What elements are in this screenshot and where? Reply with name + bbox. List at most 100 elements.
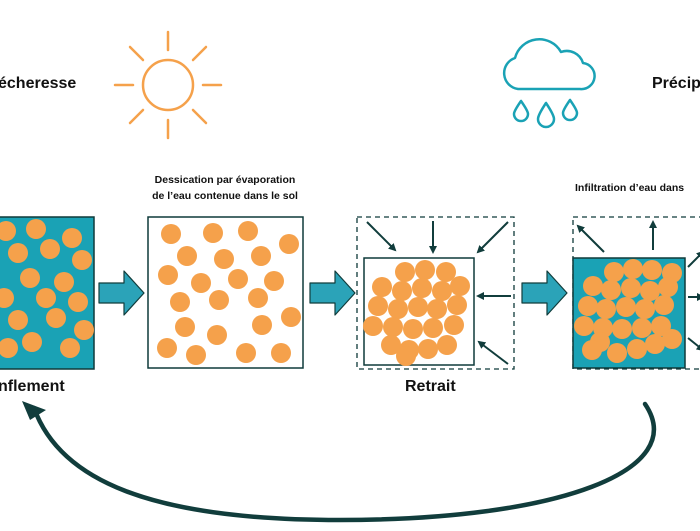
soil-particle xyxy=(0,221,16,241)
soil-particle xyxy=(54,272,74,292)
soil-particle xyxy=(662,329,682,349)
soil-particle xyxy=(450,276,470,296)
soil-particle xyxy=(574,316,594,336)
dessication-caption: Dessication par évaporation de l’eau con… xyxy=(130,172,320,204)
soil-particle xyxy=(621,278,641,298)
soil-particle xyxy=(170,292,190,312)
soil-particle xyxy=(251,246,271,266)
soil-particle xyxy=(396,346,416,366)
soil-particle xyxy=(214,249,234,269)
expansion-arrows xyxy=(576,220,700,352)
soil-particle xyxy=(408,297,428,317)
rewetted-soil-particles xyxy=(574,259,682,363)
soil-particle xyxy=(612,319,632,339)
soil-particle xyxy=(432,281,452,301)
drought-label: écheresse xyxy=(0,75,77,92)
cycle-return-arrowhead xyxy=(22,401,46,420)
soil-particle xyxy=(381,335,401,355)
process-arrow-2 xyxy=(309,270,356,316)
soil-particle xyxy=(36,288,56,308)
soil-particle xyxy=(403,319,423,339)
soil-particle xyxy=(642,260,662,280)
rain-cloud-icon xyxy=(502,38,596,129)
soil-particle xyxy=(654,295,674,315)
soil-particle xyxy=(157,338,177,358)
soil-particle xyxy=(72,250,92,270)
process-arrow-3 xyxy=(521,270,568,316)
soil-particle xyxy=(281,307,301,327)
soil-particle xyxy=(0,338,18,358)
soil-particle xyxy=(604,262,624,282)
sun-icon xyxy=(113,30,223,140)
soil-particle xyxy=(635,299,655,319)
soil-particle xyxy=(372,277,392,297)
soil-particle xyxy=(60,338,80,358)
soil-particle xyxy=(203,223,223,243)
soil-particle xyxy=(228,269,248,289)
soil-particle xyxy=(62,228,82,248)
soil-particle xyxy=(427,299,447,319)
soil-particle xyxy=(392,281,412,301)
soil-particle xyxy=(248,288,268,308)
soil-particle xyxy=(383,317,403,337)
soil-particle xyxy=(412,278,432,298)
shrinkage-outline-dashed xyxy=(356,216,515,370)
soil-particle xyxy=(632,318,652,338)
process-arrows xyxy=(98,270,568,316)
soil-particle xyxy=(191,273,211,293)
soil-particle xyxy=(601,280,621,300)
soil-particle xyxy=(363,316,383,336)
soil-particle xyxy=(238,221,258,241)
soil-particle xyxy=(578,296,598,316)
precipitation-label: Précip xyxy=(652,75,700,92)
soil-particle xyxy=(388,299,408,319)
soil-particle xyxy=(415,260,435,280)
dessication-caption-line1: Dessication par évaporation xyxy=(154,174,296,186)
soil-particle xyxy=(418,339,438,359)
soil-particle xyxy=(582,340,602,360)
soil-particle xyxy=(0,288,14,308)
soil-particle xyxy=(645,334,665,354)
soil-particle xyxy=(279,234,299,254)
soil-particle xyxy=(264,271,284,291)
soil-particle xyxy=(26,219,46,239)
soil-particle xyxy=(623,259,643,279)
soil-particle xyxy=(437,335,457,355)
shrunk-soil-particles xyxy=(363,260,470,366)
soil-particle xyxy=(209,290,229,310)
soil-particle xyxy=(395,262,415,282)
soil-particle xyxy=(616,297,636,317)
soil-particle xyxy=(74,320,94,340)
soil-particle xyxy=(40,239,60,259)
swollen-soil-particles xyxy=(0,219,94,358)
soil-particle xyxy=(158,265,178,285)
soil-particle xyxy=(444,315,464,335)
infiltration-caption: Infiltration d’eau dans xyxy=(575,182,685,194)
soil-particle xyxy=(68,292,88,312)
soil-particle xyxy=(583,276,603,296)
soil-particle xyxy=(20,268,40,288)
soil-particle xyxy=(640,281,660,301)
soil-particle xyxy=(186,345,206,365)
soil-particle xyxy=(607,343,627,363)
cycle-return-arrow xyxy=(31,401,657,523)
dry-soil-particles xyxy=(157,221,301,365)
soil-particle xyxy=(161,224,181,244)
soil-particle xyxy=(368,296,388,316)
soil-particle xyxy=(252,315,272,335)
soil-particle xyxy=(423,318,443,338)
soil-particle xyxy=(436,262,456,282)
swelling-label: nflement xyxy=(0,378,65,395)
soil-particle xyxy=(175,317,195,337)
soil-particle xyxy=(8,243,28,263)
soil-particle xyxy=(658,277,678,297)
soil-particle xyxy=(627,339,647,359)
shrinkage-label: Retrait xyxy=(405,378,456,395)
process-arrow-1 xyxy=(98,270,145,316)
soil-particle xyxy=(46,308,66,328)
dessication-caption-line2: de l’eau contenue dans le sol xyxy=(152,190,298,202)
soil-particle xyxy=(8,310,28,330)
soil-particle xyxy=(236,343,256,363)
soil-particle xyxy=(596,299,616,319)
compression-arrows xyxy=(366,221,511,365)
